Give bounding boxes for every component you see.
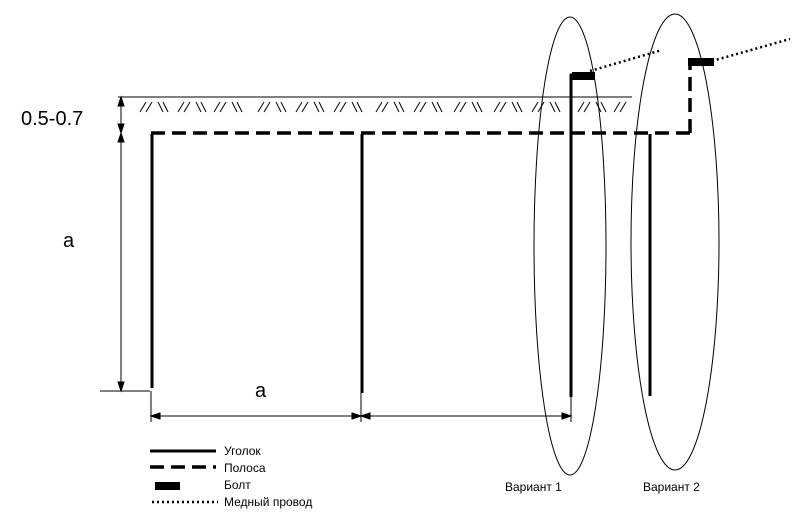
horizontal-a-dimension [149, 391, 363, 422]
legend-item-angle-label: Уголок [224, 444, 261, 458]
depth-dimension [117, 95, 125, 135]
variant2-label: Вариант 2 [643, 480, 700, 494]
vertical-a-dimension [100, 131, 150, 393]
depth-label: 0.5-0.7 [21, 108, 84, 130]
soil-hatching [139, 101, 627, 113]
variant1-ellipse [533, 16, 607, 476]
copper-wire-variant1 [589, 48, 663, 73]
legend-item-copper-wire-label: Медный провод [224, 495, 313, 509]
variant2-ellipse [630, 13, 720, 471]
legend-bolt-mark [155, 482, 180, 490]
vertical-spacing-label: a [63, 230, 75, 252]
horizontal-spacing-2-dimension [359, 396, 573, 422]
copper-wire-variant2 [711, 37, 791, 63]
horizontal-spacing-label: a [255, 380, 267, 402]
legend-item-strip-label: Полоса [224, 461, 266, 475]
bolt-variant1 [572, 72, 595, 80]
bolt-variant2 [688, 58, 714, 66]
variant1-label: Вариант 1 [505, 480, 562, 494]
legend-item-bolt-label: Болт [224, 478, 251, 492]
